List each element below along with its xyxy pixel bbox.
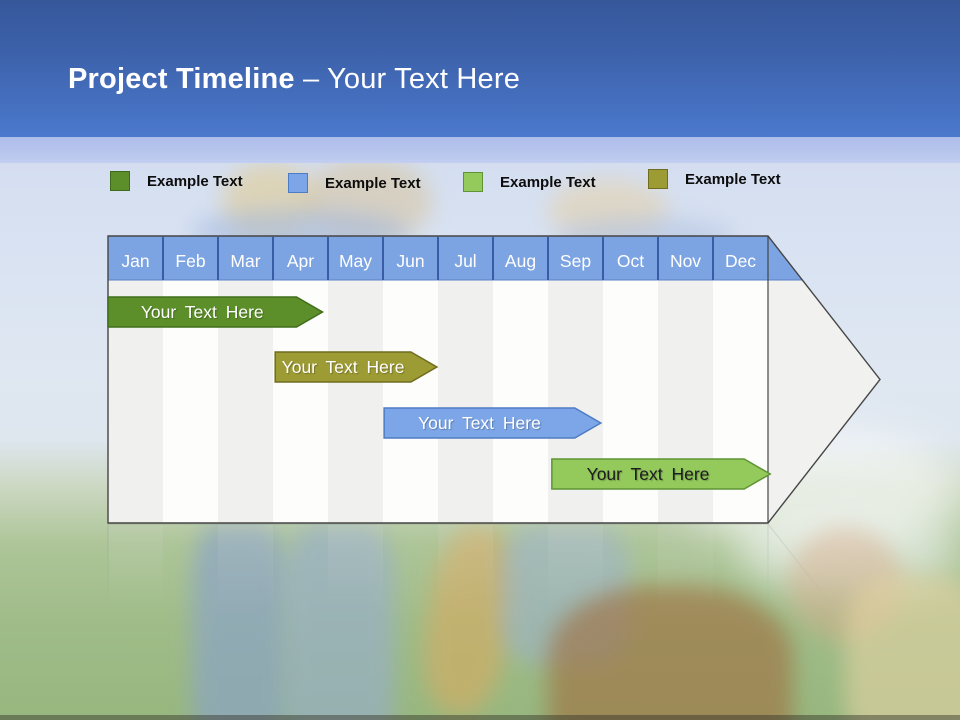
month-label: Nov: [670, 251, 701, 271]
legend-label: Example Text: [147, 172, 243, 190]
legend-item: Example Text: [288, 173, 421, 193]
timeline-bar-label: Your Text Here: [141, 302, 264, 322]
timeline-bar: [383, 407, 603, 439]
timeline-bar-label: Your Text Here: [587, 464, 710, 484]
month-label: Oct: [617, 251, 644, 271]
month-label: Jun: [396, 251, 424, 271]
legend-item: Example Text: [110, 171, 243, 191]
slide-title: Project Timeline – Your Text Here: [68, 63, 520, 96]
month-label: Mar: [230, 251, 260, 271]
month-label: Jan: [121, 251, 149, 271]
legend-label: Example Text: [685, 170, 781, 188]
month-label: May: [339, 251, 372, 271]
legend-item: Example Text: [463, 172, 596, 192]
month-label: Aug: [505, 251, 536, 271]
legend-swatch-light-green: [463, 172, 483, 192]
slide-bottom-edge: [0, 715, 960, 720]
photo-khaki: [845, 575, 960, 720]
month-label: Apr: [287, 251, 314, 271]
photo-jeans: [284, 525, 394, 720]
month-column-stripe: [328, 280, 383, 523]
timeline-reflection-part: [438, 524, 493, 609]
timeline-reflection-part: [548, 524, 603, 609]
month-label: Jul: [454, 251, 476, 271]
timeline-bar: [274, 351, 439, 383]
title-band: Project Timeline – Your Text Here: [0, 0, 960, 137]
title-band-shadow-strip: [0, 137, 960, 163]
month-header-band: [108, 236, 803, 280]
timeline-bar: [107, 296, 325, 328]
timeline-reflection: [107, 523, 881, 667]
legend-swatch-dark-green: [110, 171, 130, 191]
timeline-reflection-part: [218, 524, 273, 609]
timeline-bar-label: Your Text Here: [282, 357, 405, 377]
month-label: Dec: [725, 251, 756, 271]
timeline-bar-label: Your Text Here: [418, 413, 541, 433]
legend-swatch-blue: [288, 173, 308, 193]
legend-label: Example Text: [325, 174, 421, 192]
timeline-reflection-part: [328, 524, 383, 609]
timeline-arrow-outline: [107, 235, 881, 524]
timeline-reflection-part: [108, 524, 163, 609]
legend-label: Example Text: [500, 173, 596, 191]
timeline-reflection-part: [767, 523, 881, 667]
timeline-arrowhead: [768, 236, 880, 523]
timeline-bar: [551, 458, 772, 490]
slide-title-main: Project Timeline: [68, 63, 295, 95]
photo-basket: [548, 585, 793, 720]
month-column-stripe: [438, 280, 493, 523]
legend-item: Example Text: [648, 169, 781, 189]
legend-swatch-olive: [648, 169, 668, 189]
month-label: Feb: [175, 251, 205, 271]
timeline-reflection-part: [658, 524, 713, 609]
month-label: Sep: [560, 251, 591, 271]
slide-title-subtitle: – Your Text Here: [294, 63, 521, 95]
photo-jeans: [192, 525, 287, 720]
